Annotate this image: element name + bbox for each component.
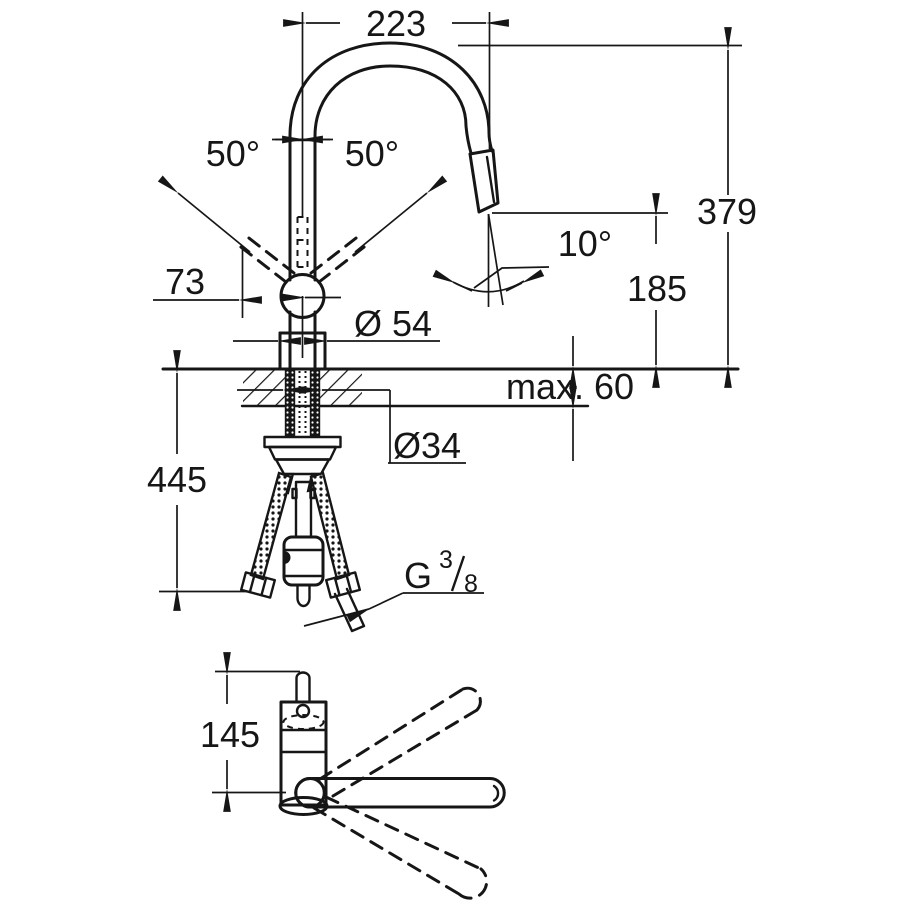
connection-hoses — [239, 471, 366, 633]
dimension-handle-angles: 50° 50° — [157, 133, 448, 253]
dim-thread-denominator: 8 — [464, 570, 478, 598]
countertop-section — [161, 367, 740, 408]
dimension-hole-diameter: Ø34 — [237, 386, 466, 466]
dim-total-height-label: 379 — [697, 191, 757, 232]
deck-hatch-right — [320, 370, 362, 405]
dim-handle-offset-label: 73 — [165, 261, 205, 302]
dimension-thread: G 3 8 — [303, 546, 484, 627]
dim-swivel-height-label: 145 — [200, 714, 260, 755]
faucet-body — [278, 138, 327, 371]
dim-hose-length-label: 445 — [147, 459, 207, 500]
braided-hose-right — [309, 471, 351, 581]
deck-hatch-left — [243, 370, 285, 405]
hose-nut-left — [239, 571, 277, 599]
dimension-total-height: 379 — [458, 27, 757, 388]
dimension-spray-angle: 10° — [432, 213, 612, 307]
dim-handle-angle-left-label: 50° — [206, 133, 260, 174]
dim-thread-slash — [450, 555, 466, 592]
dim-thread-numerator: 3 — [439, 546, 453, 574]
spout-swivel-up — [318, 686, 482, 798]
dim-thread-prefix: G — [404, 555, 432, 596]
dim-spout-reach-label: 223 — [366, 3, 426, 44]
spout-end-cap — [492, 784, 500, 802]
dimension-base-diameter: Ø 54 — [233, 303, 440, 345]
dim-outlet-height-label: 185 — [627, 268, 687, 309]
dimension-hose-length: 445 — [147, 350, 250, 611]
mounting-nut — [267, 445, 338, 461]
dim-handle-angle-right-label: 50° — [345, 133, 399, 174]
mounting-washer — [263, 435, 342, 449]
body-pin — [295, 671, 311, 704]
dim-hole-diameter-label: Ø34 — [393, 425, 461, 466]
dim-deck-thickness-label: max. 60 — [506, 366, 634, 407]
dimension-swivel-height: 145 — [200, 652, 300, 812]
lever-position-left — [235, 233, 296, 284]
dimensions: 223 50° 50° 73 Ø 54 — [147, 3, 757, 812]
body-screw — [295, 703, 311, 719]
mounting-shank — [263, 368, 342, 476]
dimension-deck-thickness: max. 60 — [506, 336, 634, 461]
swivel-view — [278, 671, 506, 900]
side-view — [161, 41, 740, 633]
dimension-handle-offset: 73 — [153, 246, 341, 318]
hose-nut-right — [324, 571, 362, 599]
spout-joint — [294, 777, 326, 809]
weight-notch — [284, 551, 291, 564]
dimension-spout-reach: 223 — [283, 3, 509, 218]
spray-head — [468, 148, 500, 214]
mounting-cone — [274, 458, 331, 476]
cartridge-hidden-lines — [296, 216, 309, 268]
dim-spray-angle-label: 10° — [558, 223, 612, 264]
pullout-hose-end — [296, 584, 311, 608]
hose-weight — [282, 535, 325, 587]
dim-base-diameter-label: Ø 54 — [354, 303, 432, 344]
spout-swivel-down — [312, 795, 489, 900]
dimension-outlet-height: 185 — [492, 193, 687, 388]
lever-position-right — [309, 233, 370, 284]
